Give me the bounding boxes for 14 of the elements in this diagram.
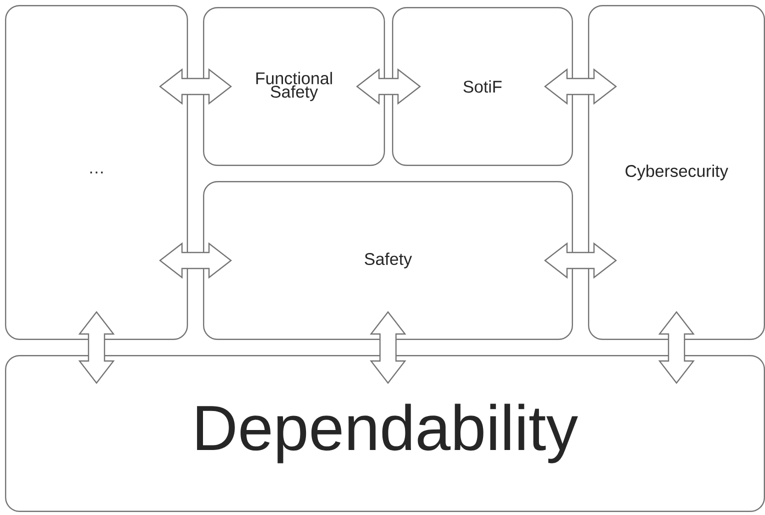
double-arrow — [159, 242, 232, 279]
double-arrow — [370, 311, 406, 384]
rounded-box: SotiF — [392, 7, 573, 166]
double-arrow — [658, 311, 695, 384]
rounded-box: … — [5, 5, 188, 340]
rounded-box: Safety — [203, 181, 573, 340]
title-box: Dependability — [5, 354, 765, 512]
double-arrow — [159, 68, 232, 105]
double-arrow — [544, 68, 617, 105]
double-arrow — [544, 242, 617, 279]
double-arrow — [356, 68, 421, 105]
rounded-box: Cybersecurity — [588, 5, 765, 340]
rounded-box: Functional Safety — [203, 7, 385, 166]
double-arrow — [78, 311, 115, 384]
